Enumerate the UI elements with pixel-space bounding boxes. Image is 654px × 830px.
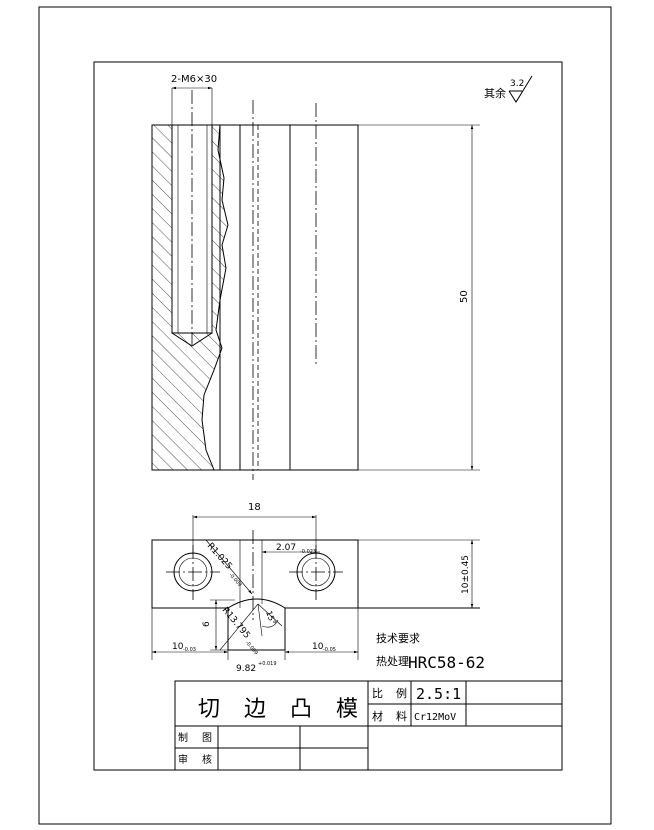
heat-treat-label: 热处理 (376, 655, 409, 668)
drawn-label-1: 制 (178, 731, 188, 744)
checked-label-2: 核 (202, 753, 212, 766)
roughness-value: 3.2 (510, 79, 524, 89)
bottom-view: 18 R1.025 -0.009 2.07 -0.023 R13.795 -0.… (151, 502, 480, 674)
width-dim-label: 10±0.45 (461, 555, 471, 594)
title-block: 切 边 凸 模 比 例 2.5:1 材 料 Cr12MoV 制 图 审 核 (174, 680, 563, 771)
drawn-label-2: 图 (202, 732, 212, 744)
scale-value: 2.5:1 (416, 685, 461, 703)
r1-tol: -0.009 (227, 572, 242, 588)
offset-label: 2.07 (276, 543, 296, 553)
part-name-4: 模 (336, 697, 358, 722)
material-label-1: 材 (372, 709, 383, 723)
r2-tol: -0.009 (244, 640, 259, 656)
roughness-symbol: 其余 3.2 (484, 75, 533, 103)
center-width-tol: +0.019 (258, 661, 277, 667)
heat-treat-value: HRC58-62 (408, 653, 485, 672)
scale-label-2: 例 (396, 686, 407, 700)
r1-label: R1.025 (205, 541, 234, 571)
top-view: 2-M6×30 50 (151, 74, 480, 480)
center-width-label: 9.82 (236, 664, 256, 674)
part-name-3: 凸 (290, 697, 312, 722)
material-value: Cr12MoV (414, 712, 456, 723)
height-dim-label: 50 (459, 290, 470, 303)
checked-label-1: 审 (178, 753, 188, 766)
depth-label: 6 (202, 621, 212, 627)
material-label-2: 料 (396, 709, 407, 723)
right-width-tol: -0.05 (323, 647, 336, 653)
scale-label-1: 比 (372, 687, 383, 700)
left-width-label: 10 (172, 642, 184, 652)
offset-tol: -0.023 (300, 549, 316, 555)
thread-label: 2-M6×30 (171, 74, 217, 85)
part-name-1: 切 (198, 697, 220, 722)
notes-title: 技术要求 (376, 632, 420, 645)
right-width-label: 10 (312, 642, 324, 652)
outer-border (38, 6, 612, 825)
angle-label: 15° (264, 610, 277, 626)
left-width-tol: -0.03 (183, 647, 196, 653)
part-name-2: 边 (244, 697, 266, 722)
spacing-dim-label: 18 (248, 502, 261, 513)
roughness-label: 其余 (484, 86, 506, 100)
r2-label: R13.795 (220, 606, 252, 641)
